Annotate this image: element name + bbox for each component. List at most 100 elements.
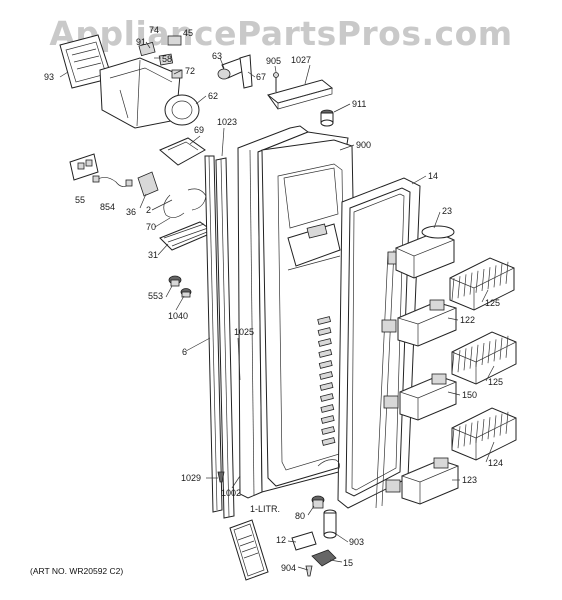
callout-leader-line [247, 71, 256, 78]
callout-leader-line [173, 69, 183, 75]
callout-124: 124 [488, 458, 503, 468]
basket-wire [505, 411, 509, 434]
basket-wire [487, 267, 491, 290]
callout-6: 6 [182, 347, 187, 357]
callout-23: 23 [442, 206, 452, 216]
door-shelf-150 [383, 373, 457, 421]
callout-14: 14 [428, 171, 438, 181]
liner-rib [320, 404, 335, 413]
callout-70: 70 [146, 222, 156, 232]
callout-63: 63 [212, 51, 222, 61]
basket-wire [487, 417, 491, 440]
side-trim-strip [204, 155, 235, 519]
basket-wire [493, 415, 497, 438]
basket-wire [499, 337, 503, 360]
callout-leader-line [195, 95, 207, 105]
callout-80: 80 [295, 511, 305, 521]
callout-1040: 1040 [168, 311, 188, 321]
callout-leader-line [231, 475, 241, 489]
wire-basket-upper [449, 257, 515, 311]
callout-69: 69 [194, 125, 204, 135]
callout-123: 123 [462, 475, 477, 485]
callout-1002: 1002 [221, 488, 241, 498]
liner-rib [317, 327, 332, 336]
hinge-bracket [217, 54, 253, 89]
callout-leader-line [447, 391, 461, 396]
basket-wire [487, 341, 491, 364]
callout-leader-line [329, 559, 343, 563]
callout-62: 62 [208, 91, 218, 101]
basket-wire [475, 270, 479, 293]
callout-leader-line [175, 295, 185, 311]
basket-wire [451, 427, 455, 451]
dispenser-housing [99, 35, 200, 129]
callout-553: 553 [148, 291, 163, 301]
basket-wire [457, 276, 461, 299]
callout-labels: 74 91 45 93 58 72 63 67 905 1027 911 62 … [44, 25, 503, 573]
callout-1023: 1023 [217, 117, 237, 127]
callout-leader-line [297, 566, 309, 571]
callout-leader-line [139, 193, 147, 209]
liner-rib [318, 360, 333, 369]
callout-leader-line [481, 289, 489, 303]
callout-leader-line [433, 211, 441, 229]
liner-rib [318, 349, 333, 358]
basket-wire [457, 426, 461, 449]
callout-leader-line [274, 65, 277, 73]
basket-wire [481, 268, 485, 292]
callout-leader-line [485, 441, 495, 463]
dairy-bin [387, 225, 455, 279]
callout-leader-line [59, 71, 69, 78]
callout-58: 58 [162, 54, 172, 64]
callout-854: 854 [100, 202, 115, 212]
wire-basket-middle [451, 331, 517, 385]
callout-leader-line [304, 64, 311, 85]
liner-rib [318, 338, 332, 347]
liner-rib [317, 316, 332, 325]
callout-74: 74 [149, 25, 159, 35]
callout-12: 12 [276, 535, 286, 545]
basket-wire [475, 344, 479, 367]
basket-wire [481, 342, 485, 366]
inner-door-liner [261, 139, 359, 487]
basket-wire [469, 272, 473, 295]
basket-wire [451, 351, 455, 375]
liner-rib [321, 437, 336, 446]
basket-wire [469, 422, 473, 445]
callout-leader-line [145, 41, 151, 49]
door-shelf-123 [385, 457, 459, 505]
callout-leader-line [185, 337, 211, 352]
callout-leader-line [335, 533, 349, 543]
callout-36: 36 [126, 207, 136, 217]
basket-wire [481, 418, 485, 442]
callout-903: 903 [349, 537, 364, 547]
wire-basket-lower [451, 407, 517, 461]
basket-wire [469, 346, 473, 369]
liner-rib [319, 382, 334, 391]
owners-manual-booklet [229, 519, 269, 581]
callout-15: 15 [343, 558, 353, 568]
basket-wire [457, 350, 461, 373]
callout-manual: 1-LITR. [250, 504, 280, 514]
callout-72: 72 [185, 66, 195, 76]
basket-wire [463, 348, 467, 371]
art-number: (ART NO. WR20592 C2) [30, 566, 124, 576]
callout-55: 55 [75, 195, 85, 205]
callout-leader-line [151, 199, 173, 211]
callout-122: 122 [460, 315, 475, 325]
callout-leader-line [485, 365, 495, 382]
callout-905: 905 [266, 56, 281, 66]
liner-ribs [317, 316, 336, 446]
basket-wire [499, 263, 503, 286]
callout-1027: 1027 [291, 55, 311, 65]
basket-wire [505, 261, 509, 284]
callout-904: 904 [281, 563, 296, 573]
knobs [168, 275, 192, 298]
callout-125-middle: 125 [488, 377, 503, 387]
callout-150: 150 [462, 390, 477, 400]
basket-wire [475, 420, 479, 443]
liner-rib [320, 415, 335, 424]
callout-leader-line [307, 505, 315, 516]
basket-wire [463, 424, 467, 447]
